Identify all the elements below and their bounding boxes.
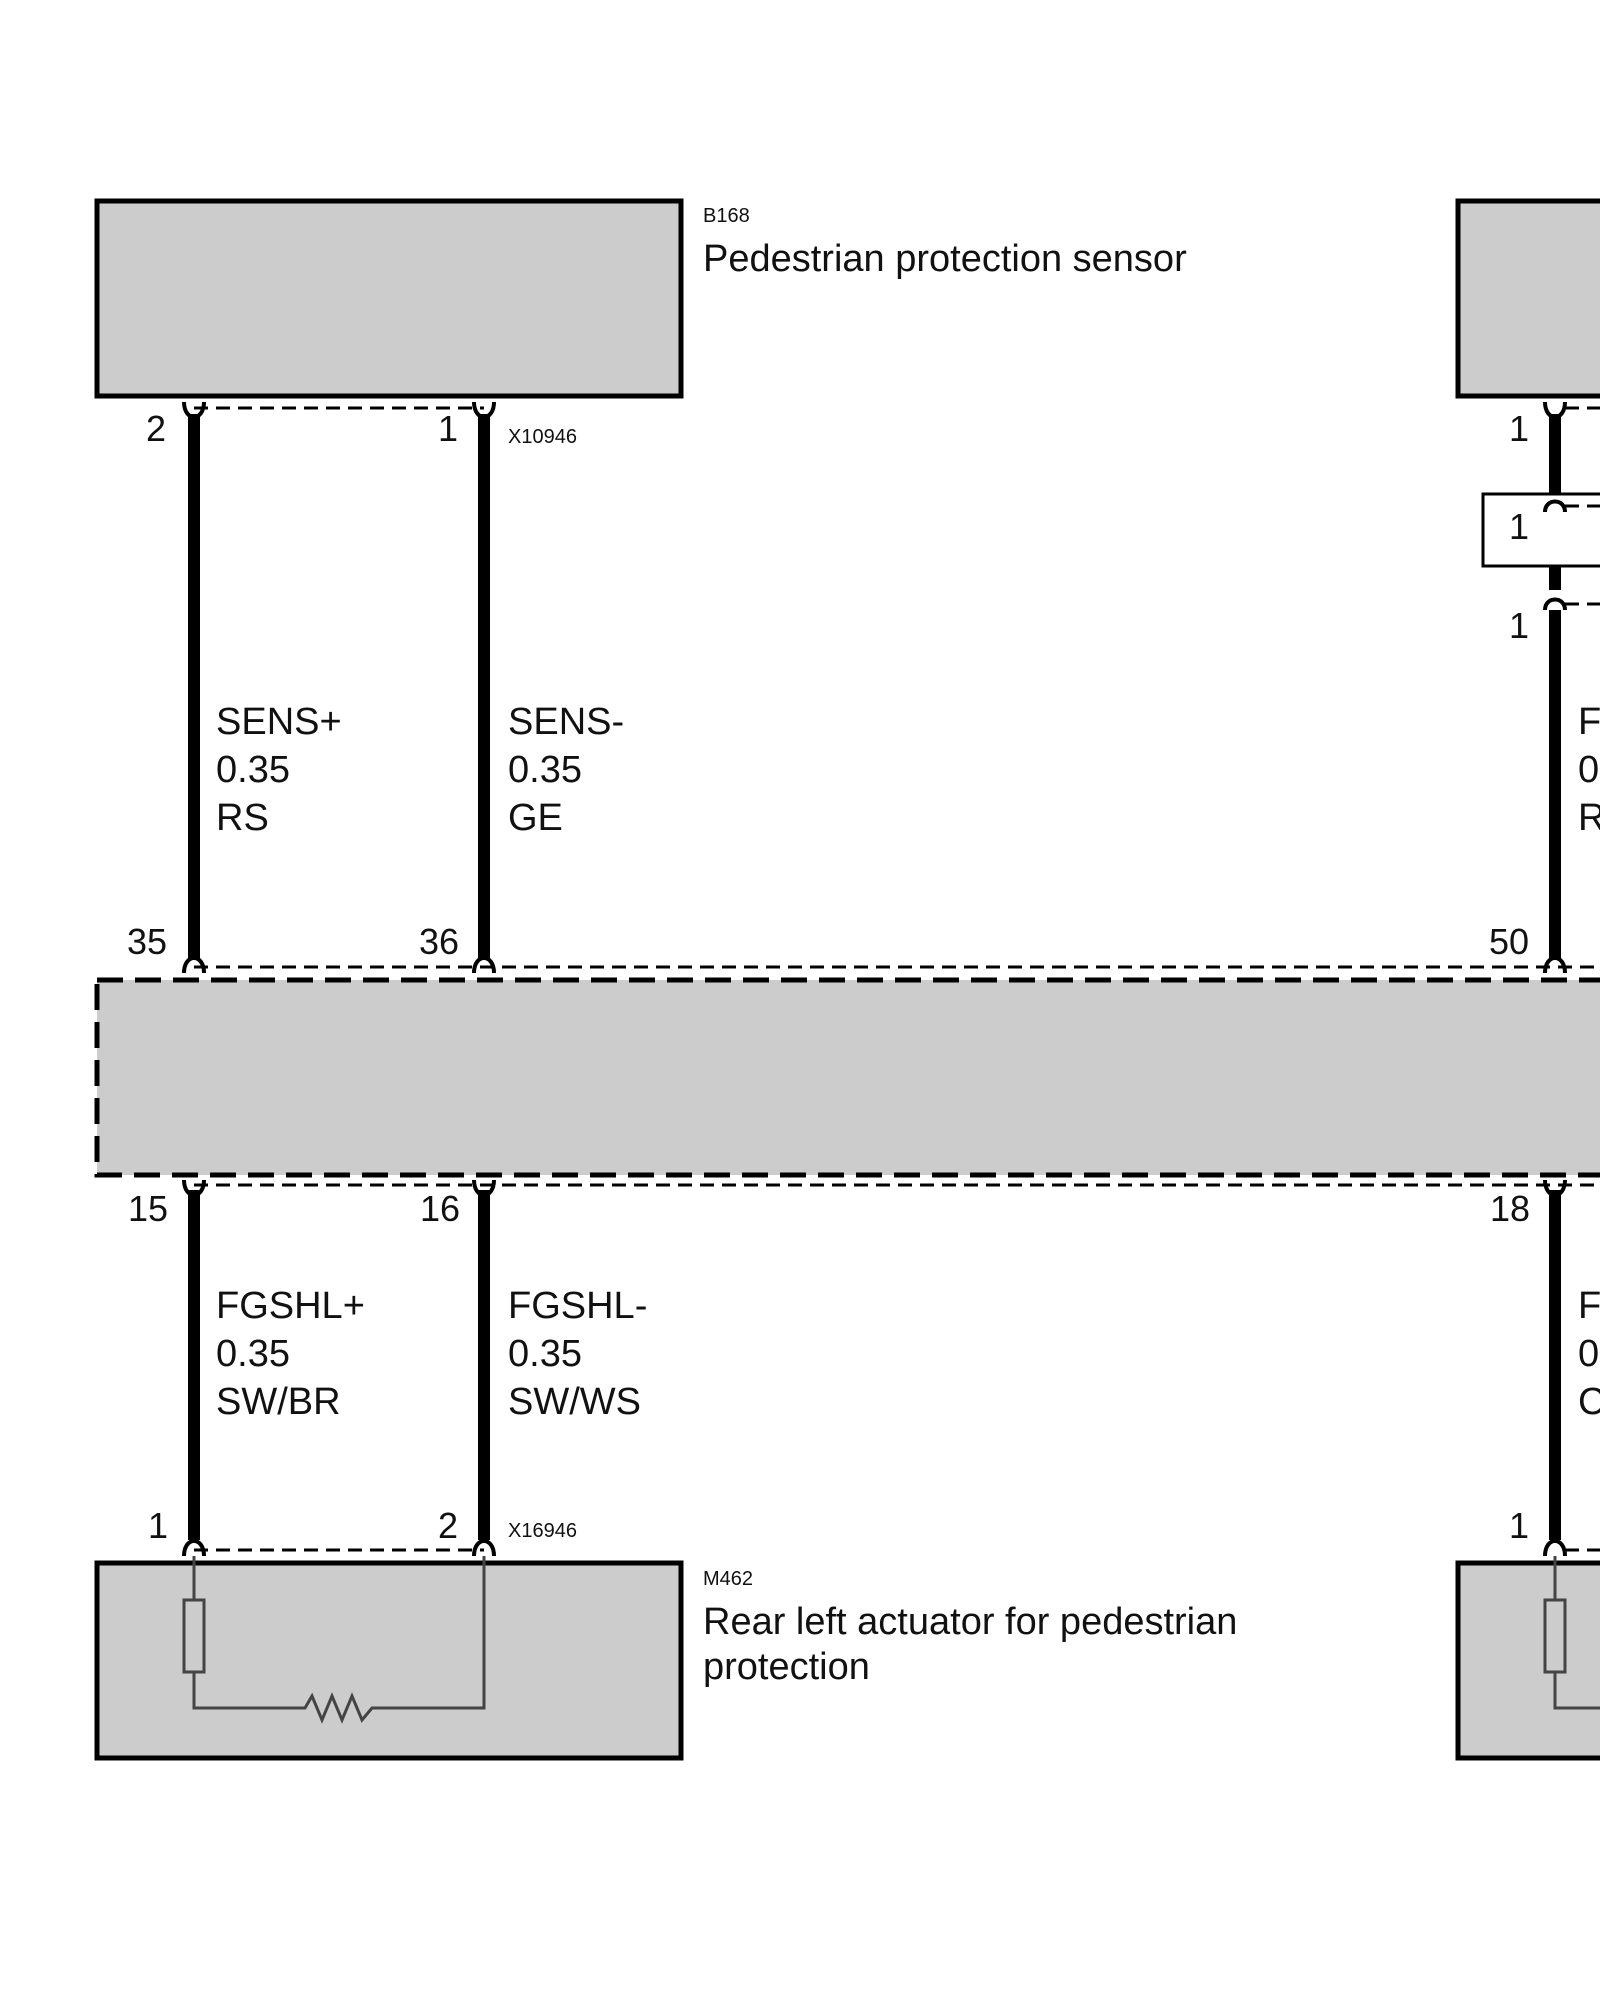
right-wire-lower-fragment-2: 0 [1578, 1333, 1599, 1375]
cu-pin-15: 15 [128, 1188, 168, 1229]
wire-sens-plus-size: 0.35 [216, 749, 290, 791]
cu-pin-35-hook [182, 956, 206, 974]
sensor-pin-1: 1 [438, 408, 458, 449]
cu-pin-36-hook [472, 956, 496, 974]
right-inline-connector[interactable] [1481, 492, 1600, 568]
actuator-title-line1: Rear left actuator for pedestrian [703, 1601, 1237, 1643]
right-inline-pin: 1 [1509, 506, 1529, 547]
wire-sens-plus-color: RS [216, 797, 269, 839]
actuator-pin-2: 2 [438, 1505, 458, 1546]
actuator-pin-1-hook [182, 1539, 206, 1557]
right-bottom-internal-circuit [1543, 1556, 1600, 1710]
right-wire-lower-fragment-1: F [1578, 1285, 1600, 1327]
wire-fgshl-minus-signal: FGSHL- [508, 1285, 647, 1327]
right-bottom-pin-hook [1543, 1539, 1567, 1557]
wire-sens-minus-color: GE [508, 797, 563, 839]
actuator-connector-code: X16946 [508, 1520, 577, 1542]
right-bottom-pin: 1 [1509, 1505, 1529, 1546]
right-inline-pin-hook [1543, 499, 1567, 513]
cu-pin-16: 16 [420, 1188, 460, 1229]
sensor-connector-code: X10946 [508, 426, 577, 448]
right-top-pin: 1 [1509, 408, 1529, 449]
right-wire-upper-fragment-2: 0 [1578, 749, 1599, 791]
sensor-title: Pedestrian protection sensor [703, 238, 1187, 280]
wire-fgshl-minus-color: SW/WS [508, 1381, 641, 1423]
right-component-top[interactable] [1455, 198, 1600, 399]
wire-sens-minus-size: 0.35 [508, 749, 582, 791]
actuator-title-line2: protection [703, 1646, 870, 1688]
wire-sens-plus-signal: SENS+ [216, 701, 342, 743]
sensor-pin-2: 2 [146, 408, 166, 449]
sensor-box[interactable] [94, 198, 684, 399]
right-component-bottom[interactable] [1455, 1560, 1600, 1761]
wire-fgshl-minus-size: 0.35 [508, 1333, 582, 1375]
cu-pin-36: 36 [419, 921, 459, 962]
control-unit-box[interactable] [94, 977, 1600, 1178]
right-pin-below-inline-hook [1543, 597, 1567, 611]
actuator-code: M462 [703, 1568, 753, 1590]
actuator-pin-2-hook [472, 1539, 496, 1557]
cu-pin-18: 18 [1490, 1188, 1530, 1229]
wire-fgshl-plus-color: SW/BR [216, 1381, 341, 1423]
cu-pin-50-hook [1543, 956, 1567, 974]
cu-pin-50: 50 [1489, 921, 1529, 962]
right-pin-below-inline: 1 [1509, 605, 1529, 646]
right-wire-upper-fragment-1: F [1578, 701, 1600, 743]
wire-fgshl-plus-size: 0.35 [216, 1333, 290, 1375]
wire-sens-minus-signal: SENS- [508, 701, 624, 743]
cu-pin-35: 35 [127, 921, 167, 962]
wire-fgshl-plus-signal: FGSHL+ [216, 1285, 365, 1327]
actuator-internal-circuit [182, 1556, 486, 1724]
sensor-code: B168 [703, 205, 750, 227]
actuator-pin-1: 1 [148, 1505, 168, 1546]
right-wire-upper-fragment-3: R [1578, 797, 1600, 839]
right-wire-lower-fragment-3: C [1578, 1381, 1600, 1423]
